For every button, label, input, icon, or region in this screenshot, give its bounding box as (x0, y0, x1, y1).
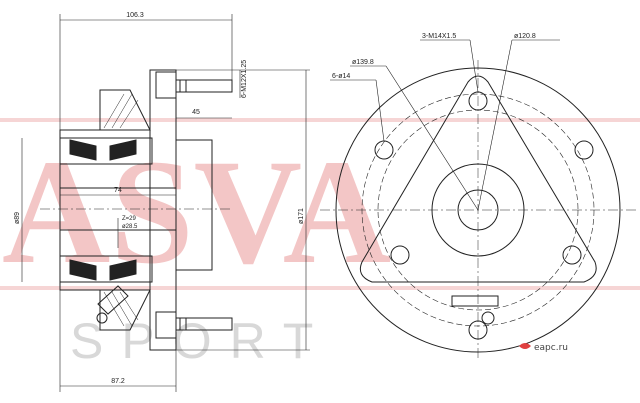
dim-tooth-count: Z=29 (122, 216, 137, 222)
mount-ear-bottom (99, 289, 151, 331)
watermark-band-bottom (0, 286, 640, 290)
front-pcd-outer: ø139.8 (352, 59, 374, 66)
leader-hole-spec (375, 79, 385, 142)
bearing-race-upper (59, 137, 153, 165)
bearing-rollers-upper (69, 139, 137, 161)
pilot-boss (175, 139, 213, 271)
watermark-band-top (0, 118, 640, 122)
brand-flame-icon (519, 343, 531, 349)
front-hole-spec: 6-ø14 (332, 73, 350, 80)
wheel-stud-upper (155, 71, 233, 99)
dim-flange-offset: 45 (192, 109, 200, 116)
front-pcd-inner: ø120.8 (514, 33, 536, 40)
thread-hole-right (562, 245, 582, 265)
wheel-stud-lower (155, 311, 233, 339)
dim-bottom-length: 87.2 (111, 378, 125, 385)
mount-ear-top (99, 89, 151, 131)
watermark-main-text: ASVA (2, 129, 391, 295)
watermark-sub-text: SPORT (70, 313, 331, 369)
watermark: ASVA SPORT (0, 118, 640, 369)
thread-hole-left (390, 245, 410, 265)
bearing-race-lower (59, 255, 153, 283)
leader-pcd-outer (385, 65, 479, 211)
dim-overall-length: 106.3 (126, 12, 144, 19)
brand-logo-text: eapc.ru (534, 343, 568, 353)
section-hatching (103, 93, 139, 327)
dim-bore-depth: 74 (114, 187, 122, 194)
dim-bolt-thread: 6-M12X1.25 (241, 60, 248, 98)
sensor-tab (451, 295, 499, 307)
bearing-rollers-lower (69, 259, 137, 281)
sensor-plug (481, 311, 495, 325)
leader-pcd-inner (477, 39, 513, 211)
front-thread-spec: 3-M14X1.5 (422, 33, 456, 40)
dim-spline-diameter: ø28.5 (122, 224, 138, 230)
brand-logo: eapc.ru (519, 343, 568, 353)
side-dimensions (21, 14, 310, 392)
dim-diameter-left: ø89 (14, 212, 21, 224)
front-leaders (330, 39, 560, 211)
side-section-view (40, 69, 233, 351)
triangular-boss (359, 75, 597, 283)
dim-diameter-right: ø171 (298, 208, 305, 224)
stud-hole-right (574, 140, 594, 160)
abs-sensor (97, 285, 129, 315)
leader-thread (469, 39, 479, 93)
sensor-connector (96, 312, 108, 324)
